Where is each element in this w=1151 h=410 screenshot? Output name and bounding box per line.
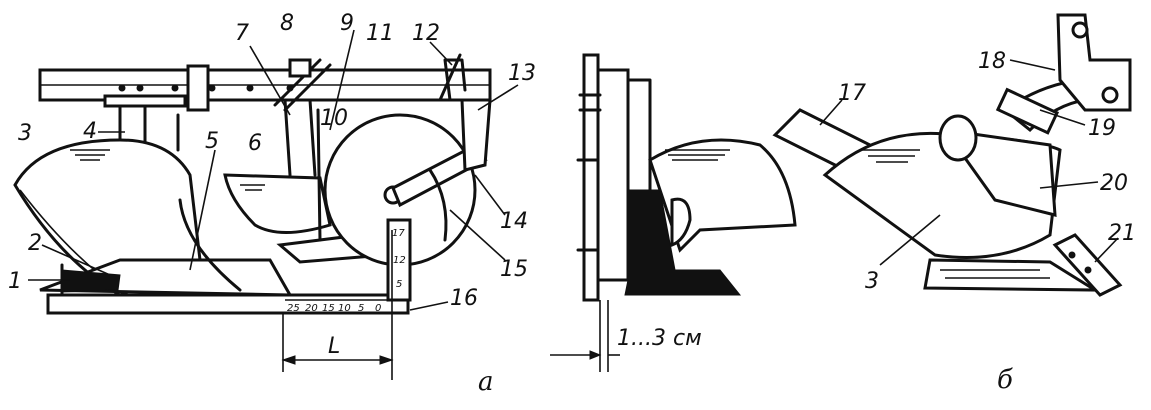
callout-10: 10 <box>320 106 348 131</box>
callout-16: 16 <box>450 286 478 311</box>
callout-14: 14 <box>500 209 528 234</box>
callout-9: 9 <box>340 11 354 36</box>
callout-7: 7 <box>235 21 249 46</box>
callout-1: 1 <box>8 269 22 294</box>
callout-4: 4 <box>83 119 97 144</box>
front-view-drawing <box>550 53 797 372</box>
callout-5: 5 <box>205 129 219 154</box>
callout-leaders-a <box>28 29 519 311</box>
horizontal-scale-tick: 15 <box>322 303 335 314</box>
dimension-l-label: L <box>328 334 340 359</box>
callout-13: 13 <box>508 61 536 86</box>
callout-21: 21 <box>1108 221 1136 246</box>
callout-12: 12 <box>412 21 440 46</box>
horizontal-scale-tick: 20 <box>305 303 318 314</box>
horizontal-scale-tick: 10 <box>338 303 351 314</box>
callout-18: 18 <box>978 49 1006 74</box>
horizontal-scale-tick: 0 <box>375 303 381 314</box>
callout-3b: 3 <box>865 269 879 294</box>
panel-a-drawing <box>13 53 492 315</box>
vertical-scale-tick: 5 <box>396 279 402 290</box>
offset-label: 1...3 см <box>617 326 702 351</box>
callout-15: 15 <box>500 257 528 282</box>
callout-6: 6 <box>248 131 262 156</box>
callout-11: 11 <box>366 21 394 46</box>
dimension-l <box>281 230 394 380</box>
callout-2: 2 <box>28 231 42 256</box>
horizontal-scale-tick: 25 <box>287 303 300 314</box>
panel-a-label: а <box>478 367 494 397</box>
callout-8: 8 <box>280 11 294 36</box>
vertical-scale-tick: 17 <box>392 228 405 239</box>
callout-17: 17 <box>838 81 866 106</box>
panel-b-label: б <box>997 365 1013 395</box>
callout-19: 19 <box>1088 116 1116 141</box>
panel-b-drawing <box>772 13 1132 297</box>
callout-leaders-b <box>819 59 1119 266</box>
callout-20: 20 <box>1100 171 1128 196</box>
horizontal-scale-tick: 5 <box>358 303 364 314</box>
callout-3: 3 <box>18 121 32 146</box>
vertical-scale-tick: 12 <box>393 255 406 266</box>
